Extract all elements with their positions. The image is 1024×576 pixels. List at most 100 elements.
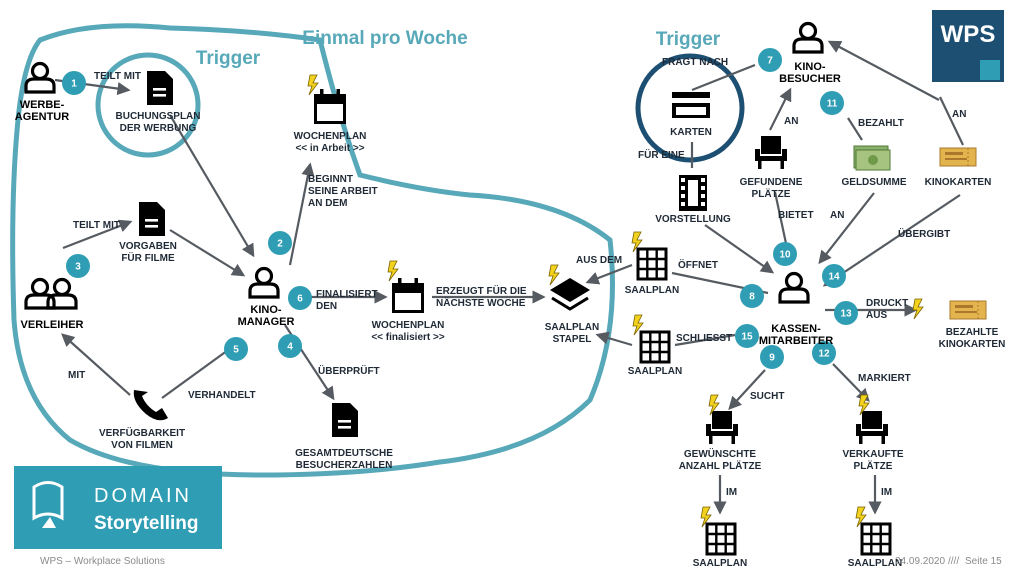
brand-line1: DOMAIN bbox=[94, 485, 192, 507]
wps-logo-text: WPS bbox=[941, 21, 996, 48]
node-label-karten-line: KARTEN bbox=[670, 127, 712, 138]
edge-label-an_top-line: AN bbox=[952, 109, 966, 120]
trigger-label-right: Trigger bbox=[656, 29, 721, 50]
edge-label-finalisiert-line: DEN bbox=[316, 301, 337, 312]
verleiher-group-icon bbox=[24, 277, 78, 310]
node-label-wochenplan_arbeit: WOCHENPLAN<< in Arbeit >> bbox=[294, 131, 367, 154]
footer-separator: //// bbox=[948, 556, 959, 567]
edge-label-mit-line: MIT bbox=[68, 370, 85, 381]
edge-label-fragt_nach-line: FRAGT NACH bbox=[662, 57, 728, 68]
node-label-verfuegbarkeit-line: VON FILMEN bbox=[111, 440, 173, 451]
edge-label-fuer_eine-line: FÜR EINE bbox=[638, 148, 685, 161]
step-badge-1 bbox=[62, 71, 86, 95]
saalplan-top-grid-icon bbox=[636, 247, 668, 281]
step-number-13: 13 bbox=[840, 309, 852, 320]
edge-label-markiert-line: MARKIERT bbox=[858, 373, 911, 384]
node-label-gefundene-line: PLÄTZE bbox=[752, 187, 791, 200]
edge-label-finalisiert-line: FINALISIERT bbox=[316, 289, 378, 300]
node-label-vorstellung: VORSTELLUNG bbox=[655, 214, 731, 225]
trigger-circle-right bbox=[635, 53, 745, 163]
edge-label-bezahlt: BEZAHLT bbox=[858, 118, 904, 129]
kassenmitarbeiter-person-icon bbox=[778, 271, 810, 304]
node-label-geldsumme: GELDSUMME bbox=[842, 177, 907, 188]
footer-company: WPS – Workplace Solutions bbox=[40, 556, 165, 567]
edge-label-bietet: BIETET bbox=[778, 210, 814, 221]
vorgaben-document-icon bbox=[139, 202, 165, 236]
step-badge-4 bbox=[278, 334, 302, 358]
node-label-buchungsplan-line: BUCHUNGSPLAN bbox=[116, 111, 201, 122]
node-label-verkaufte-line: VERKAUFTE bbox=[842, 449, 903, 460]
werbeagentur-person-icon bbox=[24, 61, 56, 94]
node-label-wochenplan_final: WOCHENPLAN<< finalisiert >> bbox=[371, 320, 445, 343]
edge-label-verhandelt-line: VERHANDELT bbox=[188, 390, 256, 401]
edge-label-druckt_aus-line: AUS bbox=[866, 310, 887, 321]
edge-label-fragt_nach: FRAGT NACH bbox=[662, 57, 728, 68]
node-label-vorstellung-line: VORSTELLUNG bbox=[655, 214, 731, 225]
edge-label-teilt_mit_3-line: TEILT MIT bbox=[73, 220, 120, 231]
node-label-verfuegbarkeit-line: VERFÜGBARKEIT bbox=[99, 426, 185, 439]
footer-date: 24.09.2020 bbox=[895, 556, 945, 567]
node-label-kinokarten-line: KINOKARTEN bbox=[925, 177, 992, 188]
node-label-verleiher: VERLEIHER bbox=[21, 319, 84, 331]
step-number-9: 9 bbox=[769, 353, 775, 364]
node-label-saalplanstapel-line: SAALPLAN bbox=[545, 322, 599, 333]
step-number-7: 7 bbox=[767, 56, 773, 67]
edge-label-verhandelt: VERHANDELT bbox=[188, 390, 256, 401]
node-label-bezahlte-line: BEZAHLTE bbox=[946, 327, 999, 338]
wochenplan-arbeit-calendar-icon bbox=[314, 89, 346, 124]
step-number-11: 11 bbox=[827, 99, 838, 110]
node-label-buchungsplan-line: DER WERBUNG bbox=[120, 123, 197, 134]
node-label-saalplan_br-line: SAALPLAN bbox=[848, 558, 902, 569]
vorstellung-film-icon bbox=[679, 175, 707, 211]
edge-label-im_right: IM bbox=[881, 487, 892, 498]
domain-storytelling-brand: DOMAIN Storytelling bbox=[14, 466, 222, 549]
node-label-verleiher-line: VERLEIHER bbox=[21, 319, 84, 331]
trigger-circle-left bbox=[95, 52, 201, 158]
node-label-werbeagentur-line: AGENTUR bbox=[15, 111, 69, 123]
verkaufte-seat-icon bbox=[856, 411, 888, 444]
saalplan-br-grid-icon bbox=[860, 522, 892, 556]
node-label-gefundene-line: GEFUNDENE bbox=[740, 177, 803, 188]
step-number-4: 4 bbox=[287, 342, 293, 353]
node-label-saalplan_top: SAALPLAN bbox=[625, 285, 679, 296]
edge-label-uebergibt-line: ÜBERGIBT bbox=[898, 227, 950, 240]
node-label-kassenmitarbeiter: KASSEN-MITARBEITER bbox=[759, 323, 833, 347]
step-badge-8 bbox=[740, 284, 764, 308]
edge-label-an_7: AN bbox=[784, 116, 798, 127]
brand-bubble-icon bbox=[32, 481, 64, 521]
node-label-kinobesucher: KINO-BESUCHER bbox=[779, 61, 841, 85]
edge-label-an_top: AN bbox=[952, 109, 966, 120]
node-label-kinobesucher-line: BESUCHER bbox=[779, 73, 841, 85]
step-badge-12 bbox=[812, 341, 836, 365]
footer-page: Seite 15 bbox=[965, 556, 1002, 567]
edge-label-beginnt-line: AN DEM bbox=[308, 198, 347, 209]
step-number-15: 15 bbox=[741, 332, 753, 343]
step-number-3: 3 bbox=[75, 262, 81, 273]
step-number-8: 8 bbox=[749, 292, 755, 303]
saalplanstapel-layers-icon bbox=[550, 278, 590, 311]
edge-label-oeffnet-line: ÖFFNET bbox=[678, 258, 718, 271]
edge-label-an_7-line: AN bbox=[784, 116, 798, 127]
node-label-gesamtdeutsche-line: BESUCHERZAHLEN bbox=[296, 460, 393, 471]
node-label-wochenplan_arbeit-line: << in Arbeit >> bbox=[295, 143, 364, 154]
edge-label-uebergibt: ÜBERGIBT bbox=[898, 227, 950, 240]
gewuenschte-seat-icon bbox=[706, 411, 738, 444]
node-label-kinomanager-line: MANAGER bbox=[238, 316, 295, 328]
edge-label-schliesst: SCHLIESST bbox=[676, 333, 732, 344]
edge-label-oeffnet: ÖFFNET bbox=[678, 258, 718, 271]
edge-label-sucht: SUCHT bbox=[750, 391, 784, 402]
brand-line2: Storytelling bbox=[94, 513, 199, 534]
node-label-kassenmitarbeiter-line: MITARBEITER bbox=[759, 335, 833, 347]
weekly-scope-outline bbox=[10, 23, 615, 478]
step-number-10: 10 bbox=[779, 250, 791, 261]
edge-label-erzeugt-line: ERZEUGT FÜR DIE bbox=[436, 284, 527, 297]
node-label-gewuenschte-line: ANZAHL PLÄTZE bbox=[679, 459, 762, 472]
edge-label-an_11-line: AN bbox=[830, 210, 844, 221]
node-label-vorgaben-line: FÜR FILME bbox=[121, 251, 175, 264]
step-badge-15 bbox=[735, 324, 759, 348]
